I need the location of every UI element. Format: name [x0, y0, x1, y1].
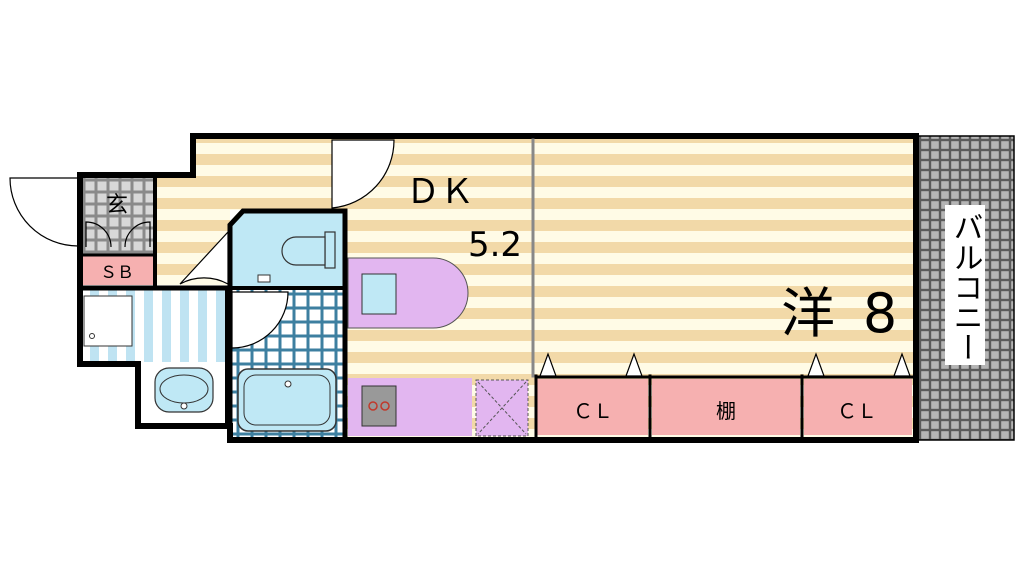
- outer-wall-top: [190, 133, 919, 178]
- dk-label: ＤＫ: [406, 172, 474, 212]
- entrance-label: 玄: [106, 193, 128, 218]
- washer-drain: [89, 333, 95, 339]
- fridge-cross-b: [477, 381, 527, 435]
- closet-right-fill: [804, 379, 912, 435]
- dk-door: [331, 139, 395, 209]
- toilet-door: [179, 230, 229, 286]
- balcony-frame: [917, 135, 1015, 441]
- shoe-box-door-left: [85, 221, 112, 248]
- walls: [77, 133, 1015, 443]
- washbasin-bowl: [159, 374, 209, 404]
- bathtub-drain: [284, 380, 292, 388]
- shelf-fill: [652, 379, 800, 435]
- balcony-label-back: [945, 205, 985, 365]
- shelf-label: 棚: [716, 399, 736, 423]
- shoe-box-fill: [80, 255, 155, 285]
- bath-door: [231, 291, 289, 349]
- toilet-bowl: [281, 236, 326, 266]
- outer-wall-entrance: [77, 172, 196, 293]
- front-door: [9, 177, 79, 247]
- burner-right: [380, 401, 390, 411]
- washbasin-tap: [180, 402, 188, 410]
- entrance-floor: [80, 175, 155, 255]
- toilet-tank: [324, 231, 336, 269]
- shoe-box-label: ＳＢ: [100, 263, 134, 283]
- western-room-size: 8: [863, 282, 897, 345]
- closet-right-label: ＣＬ: [837, 399, 877, 423]
- dk-size: 5.2: [468, 225, 522, 265]
- doors: [9, 139, 911, 377]
- closet-door-3: [807, 352, 825, 377]
- sink-basin: [361, 273, 397, 315]
- closet-left-fill: [536, 379, 648, 435]
- closet-door-2: [625, 352, 643, 377]
- closet-door-1: [539, 352, 557, 377]
- fixtures: [83, 231, 912, 437]
- stove-hob: [361, 385, 397, 427]
- closet-left-label: ＣＬ: [573, 399, 613, 423]
- burner-left: [368, 401, 378, 411]
- bathtub-inner: [243, 374, 331, 426]
- western-room-label: 洋: [781, 282, 835, 345]
- shoe-box-door-right: [124, 221, 151, 248]
- closet-door-4: [893, 352, 911, 377]
- balcony-label: バルコニー: [948, 212, 983, 362]
- toilet-paper: [257, 274, 271, 283]
